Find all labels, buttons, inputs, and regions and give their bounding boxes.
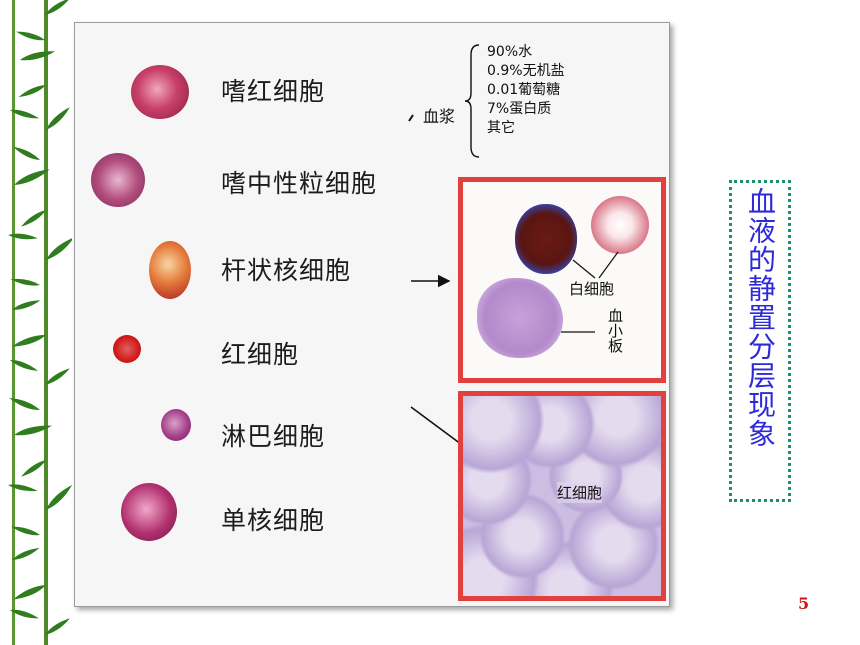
wbc-label: 白细胞: [569, 280, 615, 298]
wbc-spotted-image: [591, 196, 649, 254]
slide-title-box: 血液的静置分层现象: [729, 180, 791, 502]
cell-label-band-cell: 杆状核细胞: [221, 256, 352, 285]
page-number: 5: [798, 594, 810, 613]
platelet-cluster-image: [477, 278, 563, 358]
plasma-brace: [464, 44, 480, 158]
cell-label-lymphocyte: 淋巴细胞: [221, 422, 326, 451]
bamboo-decoration: [7, 0, 72, 645]
plasma-component: 0.9%无机盐: [487, 63, 565, 79]
blood-diagram-panel: 嗜红细胞 嗜中性粒细胞 杆状核细胞 红细胞 淋巴细胞 单核细胞 血浆 90%水 …: [74, 22, 670, 607]
red-blood-cell-image: [113, 335, 141, 363]
wbc-dark-image: [515, 204, 577, 274]
label-lines: [561, 251, 619, 333]
slide-title: 血液的静置分层现象: [744, 187, 777, 448]
micrograph-rbc: 红细胞: [458, 391, 666, 601]
lymphocyte-image: [161, 409, 191, 441]
plasma-components: 90%水 0.9%无机盐 0.01葡萄糖 7%蛋白质 其它: [487, 43, 565, 138]
monocyte-image: [121, 483, 177, 541]
cell-label-neutrophil: 嗜中性粒细胞: [221, 169, 378, 198]
cell-label-red-blood-cell: 红细胞: [221, 340, 300, 369]
plasma-label: 血浆: [423, 107, 456, 126]
cell-label-monocyte: 单核细胞: [221, 506, 326, 535]
platelet-label: 血小板: [606, 308, 624, 353]
rbc-label: 红细胞: [557, 482, 603, 503]
plasma-component: 其它: [487, 120, 515, 136]
neutrophil-image: [91, 153, 145, 207]
plasma-component: 0.01葡萄糖: [487, 82, 561, 98]
plasma-component: 7%蛋白质: [487, 101, 552, 117]
micrograph-wbc-platelet: 白细胞 血小板: [458, 177, 666, 383]
plasma-component: 90%水: [487, 44, 533, 60]
band-cell-image: [149, 241, 191, 299]
eosinophil-image: [131, 65, 189, 119]
cell-label-eosinophil: 嗜红细胞: [221, 77, 326, 106]
